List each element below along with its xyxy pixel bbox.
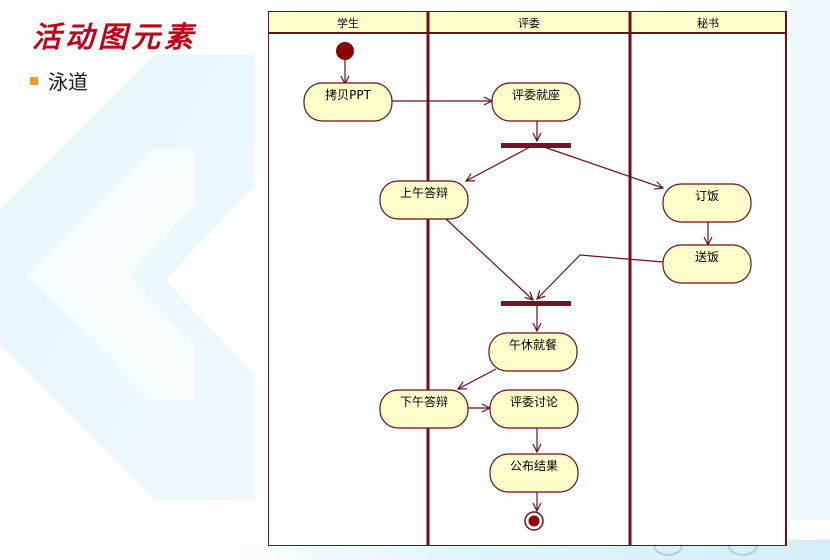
activity-lunch-break: 午休就餐: [488, 332, 578, 372]
activity-afternoon-defense: 下午答辩: [379, 389, 469, 429]
transition-arrow: [445, 218, 533, 300]
transition-arrow: [543, 146, 663, 188]
bullet-square-icon: [30, 76, 38, 85]
bullet-text: 泳道: [48, 70, 88, 94]
transition-arrow: [537, 254, 664, 299]
fork-bar: [501, 143, 571, 148]
final-node: [524, 511, 544, 531]
slide-title: 活动图元素: [32, 20, 198, 54]
background-right-strip: [790, 0, 830, 520]
bullet-item: 泳道: [30, 66, 88, 95]
activity-label: 评委就座: [512, 87, 560, 102]
activity-label: 下午答辩: [400, 394, 448, 409]
lane-title-judges: 评委: [518, 17, 540, 30]
activity-order-meal: 订饭: [662, 183, 752, 223]
activity-copy-ppt: 拷贝PPT: [303, 82, 393, 122]
lane-title-student: 学生: [337, 16, 359, 30]
transition-arrow: [466, 146, 531, 181]
activity-judges-discuss: 评委讨论: [489, 389, 579, 429]
activity-label: 上午答辩: [400, 185, 448, 200]
activity-label: 公布结果: [510, 459, 558, 473]
transition-arrow: [458, 368, 497, 389]
activity-morning-defense: 上午答辩: [379, 180, 469, 220]
initial-node: [336, 42, 354, 60]
activity-judges-seated: 评委就座: [491, 82, 581, 122]
activity-label: 拷贝PPT: [325, 87, 371, 102]
activity-publish-results: 公布结果: [489, 453, 579, 493]
activity-label: 评委讨论: [510, 395, 558, 409]
activity-label: 送饭: [695, 249, 719, 264]
lane-header-row: [268, 11, 787, 34]
activity-label: 午休就餐: [509, 337, 557, 352]
activity-diagram: 学生 评委 秘书 拷贝PPT 评委就座 上午答辩 订饭: [268, 11, 787, 546]
join-bar: [501, 301, 571, 306]
activity-deliver-meal: 送饭: [662, 244, 752, 284]
activity-label: 订饭: [695, 189, 719, 203]
lane-title-secretary: 秘书: [697, 16, 719, 30]
